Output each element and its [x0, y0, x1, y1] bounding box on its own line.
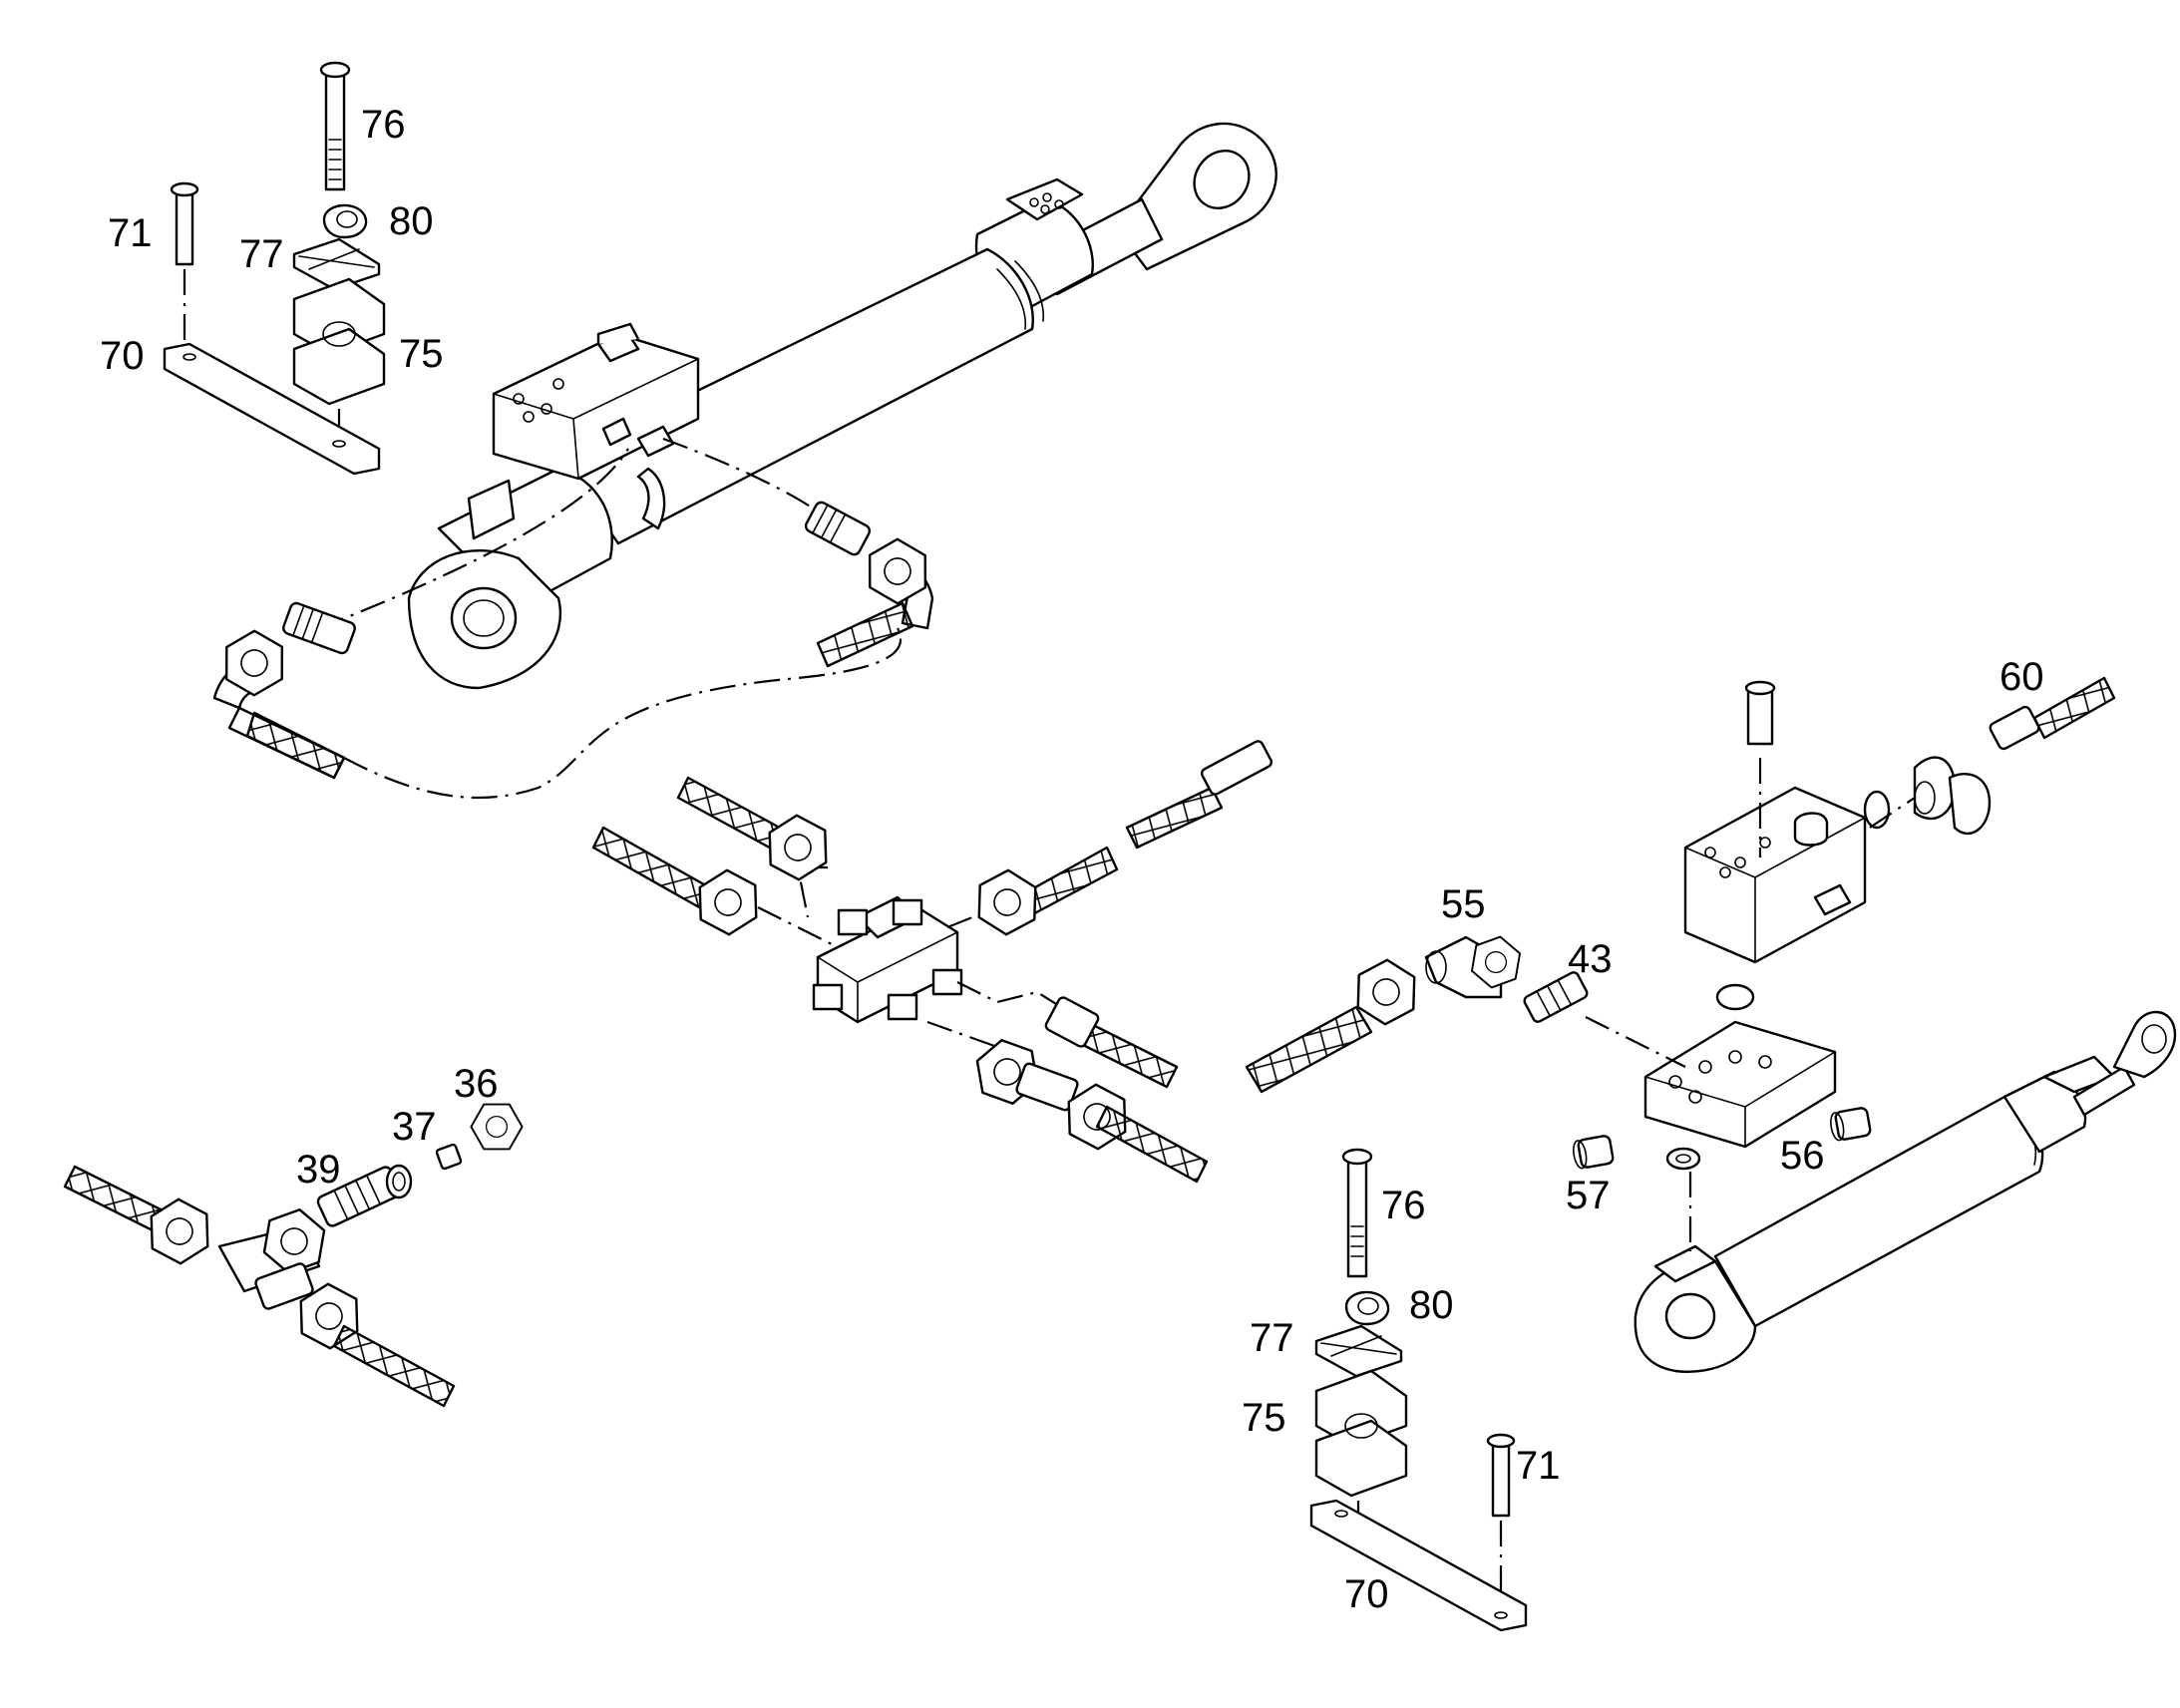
callout-71-lower: 71	[1516, 1444, 1561, 1488]
tee-manifold-center	[591, 740, 1273, 1184]
callout-76-upper: 76	[361, 103, 406, 147]
callout-37: 37	[392, 1105, 437, 1149]
hose-clamp-set-upper	[163, 61, 386, 476]
callout-43: 43	[1568, 937, 1613, 981]
callout-57: 57	[1566, 1174, 1611, 1217]
callout-70-upper: 70	[100, 334, 145, 378]
valve-block-right	[1683, 676, 2116, 1011]
callout-77-upper: 77	[239, 232, 284, 276]
callout-39: 39	[296, 1148, 341, 1192]
callout-80-lower: 80	[1409, 1283, 1454, 1327]
callout-labels: 76 80 71 77 70 75 60 55 43 36 37 39 56 5…	[100, 103, 2044, 1616]
callout-60: 60	[1999, 655, 2044, 699]
callout-80-upper: 80	[389, 199, 434, 243]
callout-71-upper: 71	[108, 211, 153, 255]
callout-55: 55	[1441, 882, 1486, 926]
callout-76-lower: 76	[1381, 1184, 1426, 1227]
hydraulic-cylinder-upper	[407, 122, 1277, 690]
hose-assembly-upper	[211, 437, 940, 800]
callout-70-lower: 70	[1344, 1572, 1389, 1616]
hydraulic-cylinder-lower	[1573, 1010, 2177, 1373]
elbow-fitting-55	[1245, 931, 1686, 1094]
callout-75-lower: 75	[1242, 1396, 1286, 1440]
hose-clamp-set-lower	[1309, 1148, 1528, 1632]
callout-77-lower: 77	[1250, 1316, 1294, 1360]
callout-56: 56	[1780, 1134, 1825, 1178]
callout-75-upper: 75	[399, 332, 444, 376]
tee-fitting-lower-left	[63, 1103, 524, 1408]
callout-36: 36	[454, 1062, 499, 1106]
